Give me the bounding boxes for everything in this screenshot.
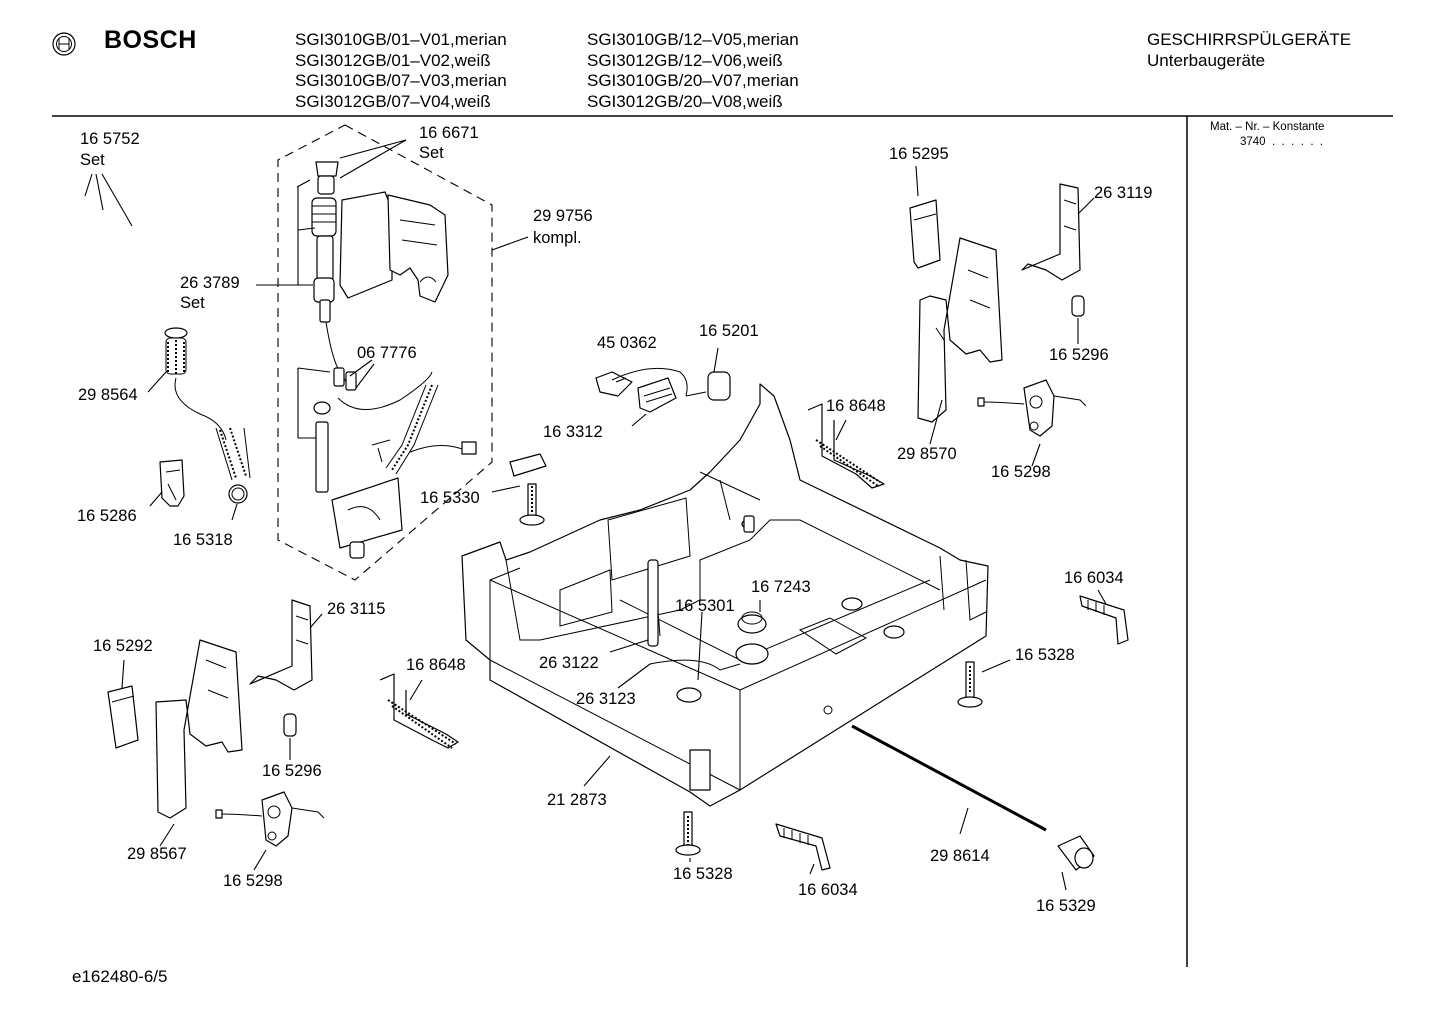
model-line: SGI3010GB/07–V03,merian bbox=[295, 71, 507, 91]
model-line: SGI3010GB/12–V05,merian bbox=[587, 30, 799, 49]
part-number-label: 26 3122 bbox=[539, 654, 599, 672]
category-title: GESCHIRRSPÜLGERÄTE bbox=[1147, 30, 1352, 49]
document-id: e162480-6/5 bbox=[72, 967, 168, 986]
part-number-label: 16 5752 bbox=[80, 130, 140, 148]
part-number-label: 26 3115 bbox=[327, 600, 385, 618]
part-number-label: 29 8570 bbox=[897, 445, 957, 463]
part-number-label: 16 5296 bbox=[1049, 346, 1109, 364]
right-bracket-cluster bbox=[909, 165, 1095, 467]
part-number-label: 16 8648 bbox=[406, 656, 466, 674]
model-line: SGI3012GB/20–V08,weiß bbox=[587, 92, 783, 112]
part-number-label: 21 2873 bbox=[547, 791, 607, 809]
rod-with-cap bbox=[851, 724, 1095, 891]
foot-screw-right bbox=[957, 659, 1011, 708]
part-number-label: 16 6034 bbox=[1064, 569, 1124, 587]
part-number-label: 16 5295 bbox=[889, 145, 949, 163]
part-note-label: Set bbox=[80, 151, 105, 169]
part-labels: 16 5752 Set 16 6671 Set 29 9756 kompl. 2… bbox=[77, 124, 1152, 915]
part-number-label: 29 8564 bbox=[78, 386, 138, 404]
brand-name: BOSCH bbox=[104, 26, 197, 54]
part-number-label: 16 5298 bbox=[991, 463, 1051, 481]
part-number-label: 16 5301 bbox=[675, 597, 735, 615]
part-number-label: 16 6034 bbox=[798, 881, 858, 899]
part-number-label: 16 5201 bbox=[699, 322, 759, 340]
part-number-label: 16 5328 bbox=[1015, 646, 1075, 664]
part-number-label: 29 8567 bbox=[127, 845, 187, 863]
small-bracket-part bbox=[149, 459, 185, 507]
part-number-label: 16 8648 bbox=[826, 397, 886, 415]
heating-element-upper bbox=[807, 403, 885, 489]
part-number-label: 16 5292 bbox=[93, 637, 153, 655]
bosch-logo-icon bbox=[52, 32, 76, 56]
model-list-right: SGI3010GB/12–V05,merian SGI3012GB/12–V06… bbox=[587, 30, 799, 113]
part-note-label: kompl. bbox=[533, 229, 582, 247]
part-number-label: 26 3119 bbox=[1094, 184, 1152, 202]
connector-bottom bbox=[775, 823, 831, 875]
part-number-label: 16 5286 bbox=[77, 507, 137, 525]
pressure-switch-assembly bbox=[595, 347, 731, 427]
part-note-label: Set bbox=[419, 144, 444, 162]
part-number-label: 06 7776 bbox=[357, 344, 417, 362]
part-number-label: 26 3789 bbox=[180, 274, 240, 292]
set-leader bbox=[84, 173, 133, 227]
model-line: SGI3010GB/01–V01,merian bbox=[295, 30, 507, 49]
part-number-label: 29 9756 bbox=[533, 207, 593, 225]
part-number-label: 16 5328 bbox=[673, 865, 733, 883]
model-line: SGI3012GB/01–V02,weiß bbox=[295, 50, 491, 70]
part-number-label: 16 5329 bbox=[1036, 897, 1096, 915]
model-list-left: SGI3010GB/01–V01,merian SGI3012GB/01–V02… bbox=[295, 30, 507, 113]
model-line: SGI3012GB/12–V06,weiß bbox=[587, 50, 783, 70]
heating-element-lower bbox=[379, 673, 459, 749]
part-number-label: 16 6671 bbox=[419, 124, 479, 142]
part-number-label: 16 5296 bbox=[262, 762, 322, 780]
part-number-label: 16 7243 bbox=[751, 578, 811, 596]
model-line: SGI3012GB/07–V04,weiß bbox=[295, 92, 491, 112]
foot-screw-bottom bbox=[675, 811, 701, 862]
inlet-valve-assembly bbox=[256, 139, 529, 559]
part-number-label: 16 5330 bbox=[420, 489, 480, 507]
model-line: SGI3010GB/20–V07,merian bbox=[587, 71, 799, 91]
connector-right bbox=[1079, 589, 1129, 645]
part-number-label: 16 3312 bbox=[543, 423, 603, 441]
hose-with-seal bbox=[147, 327, 251, 521]
part-number-label: 16 5318 bbox=[173, 531, 233, 549]
left-bracket-cluster bbox=[107, 599, 325, 871]
foot-screw bbox=[491, 453, 547, 526]
part-number-label: 45 0362 bbox=[597, 334, 657, 352]
category-subtitle: Unterbaugeräte bbox=[1147, 51, 1266, 70]
part-number-label: 16 5298 bbox=[223, 872, 283, 890]
part-number-label: 29 8614 bbox=[930, 847, 990, 865]
part-note-label: Set bbox=[180, 294, 205, 312]
part-number-label: 26 3123 bbox=[576, 690, 636, 708]
assembly-group-outline bbox=[277, 124, 493, 581]
mat-nr-label: Mat. – Nr. – Konstante bbox=[1210, 121, 1325, 133]
tub-base-frame bbox=[461, 383, 989, 807]
mat-nr-value: 3740 . . . . . . bbox=[1240, 136, 1324, 148]
